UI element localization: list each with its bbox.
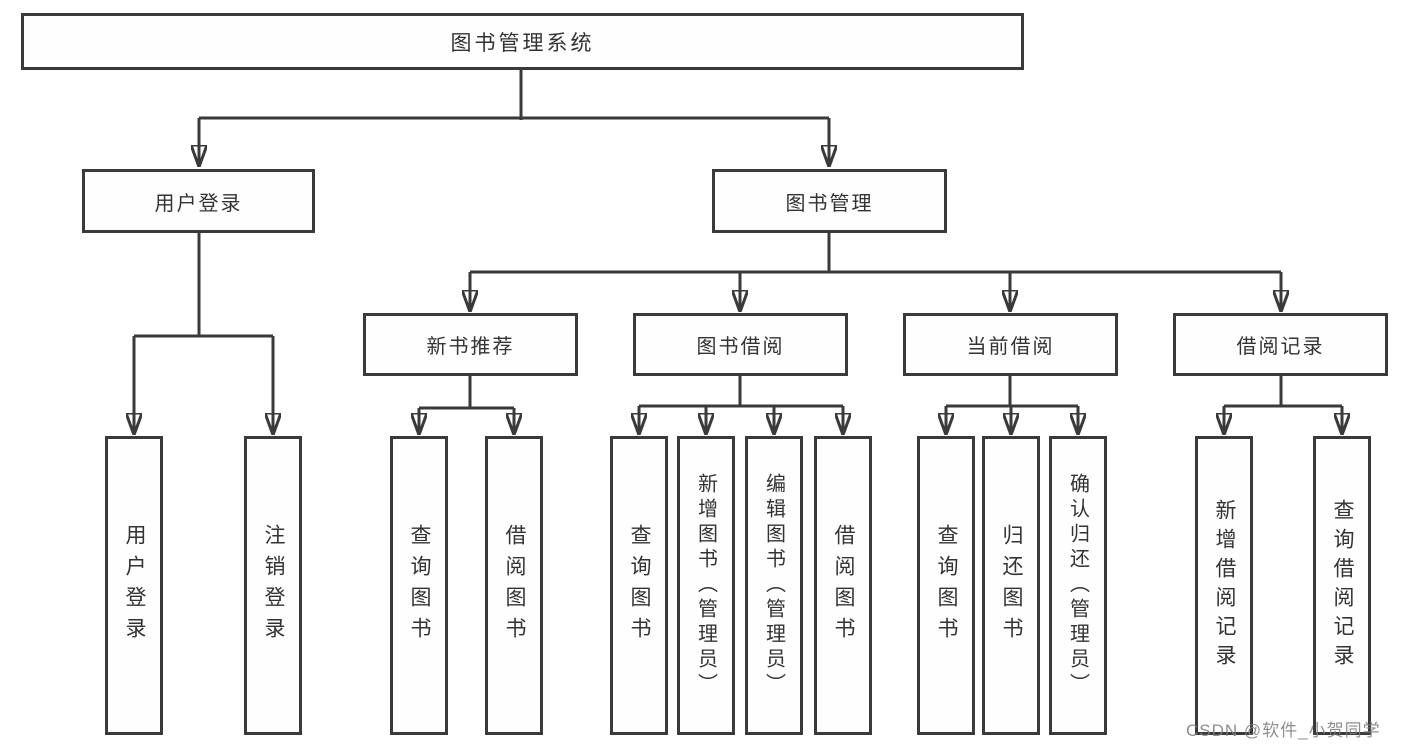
node-library-management-system: 图书管理系统 [21, 13, 1024, 70]
leaf-query-books-current: 查询图书 [917, 436, 975, 735]
leaf-logout: 注销登录 [244, 436, 302, 735]
connector-user-login [134, 233, 273, 434]
node-user-login: 用户登录 [82, 169, 315, 233]
node-borrowing-records: 借阅记录 [1173, 313, 1388, 376]
leaf-confirm-return-admin: 确认归还（管理员） [1049, 436, 1107, 735]
connector-book-management [470, 233, 1281, 311]
connector-current-borrow [946, 376, 1078, 434]
csdn-watermark: CSDN @软件_小贺同学 [1186, 721, 1381, 740]
node-book-management: 图书管理 [712, 169, 947, 233]
leaf-query-books-borrow: 查询图书 [610, 436, 668, 735]
leaf-borrow-books-recommend: 借阅图书 [485, 436, 543, 735]
leaf-return-book: 归还图书 [982, 436, 1040, 735]
connector-root [199, 70, 829, 166]
leaf-add-book-admin: 新增图书（管理员） [677, 436, 735, 735]
leaf-edit-book-admin: 编辑图书（管理员） [745, 436, 803, 735]
node-current-borrowing: 当前借阅 [903, 313, 1118, 376]
connector-book-borrow [639, 376, 843, 434]
node-new-book-recommendation: 新书推荐 [363, 313, 578, 376]
connector-new-book [419, 376, 514, 434]
leaf-user-login: 用户登录 [105, 436, 163, 735]
leaf-query-books-recommend: 查询图书 [390, 436, 448, 735]
connector-borrow-record [1224, 376, 1342, 434]
leaf-add-borrow-record: 新增借阅记录 [1195, 436, 1253, 735]
leaf-borrow-books: 借阅图书 [814, 436, 872, 735]
leaf-query-borrow-record: 查询借阅记录 [1313, 436, 1371, 735]
node-book-borrowing: 图书借阅 [633, 313, 848, 376]
